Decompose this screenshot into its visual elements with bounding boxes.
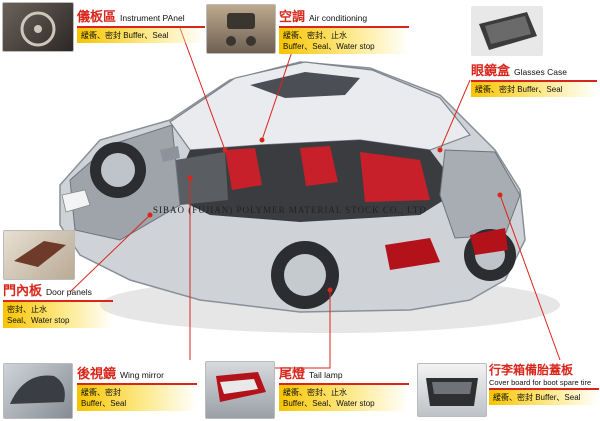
door-panels-zh: 門內板 bbox=[3, 284, 43, 299]
car-headlight bbox=[61, 189, 91, 213]
tail-lamp-desc-2: Buffer、Seal、Water stop bbox=[283, 399, 375, 408]
leader-tail-lamp bbox=[275, 290, 331, 369]
wing-mirror-en: Wing mirror bbox=[120, 370, 164, 380]
air-conditioning-desc-2: Buffer、Seal、Water stop bbox=[283, 42, 375, 51]
wing-mirror-photo bbox=[3, 363, 73, 419]
front-rim-right bbox=[284, 254, 326, 296]
door-panels-en: Door panels bbox=[46, 287, 92, 297]
instrument-panel-zh: 儀板區 bbox=[77, 10, 117, 25]
boot-cover-label: 行李箱備胎蓋板 Cover board for boot spare tire … bbox=[489, 363, 599, 405]
instrument-panel-desc: 緩衝、密封 Buffer、Seal bbox=[81, 31, 169, 40]
car-wing-mirror bbox=[160, 146, 180, 162]
air-conditioning-desc-1: 緩衝、密封、止水 bbox=[283, 31, 347, 40]
boot-cover-en: Cover board for boot spare tire bbox=[489, 378, 592, 387]
rear-seat bbox=[360, 152, 430, 202]
leader-door-panels bbox=[69, 214, 151, 293]
leader-dots bbox=[147, 137, 503, 293]
front-rim-left bbox=[101, 153, 135, 187]
car-tail-lamp bbox=[385, 238, 440, 270]
air-conditioning-photo bbox=[206, 4, 276, 54]
wing-mirror-zh: 後視鏡 bbox=[77, 367, 117, 382]
tail-lamp-en: Tail lamp bbox=[309, 370, 343, 380]
dashboard bbox=[175, 152, 228, 205]
boot-cover-photo bbox=[417, 363, 487, 417]
car-tail-lamp-2 bbox=[470, 228, 508, 255]
door-panels-photo bbox=[3, 230, 75, 280]
glasses-case-en: Glasses Case bbox=[514, 67, 567, 77]
instrument-panel-photo bbox=[2, 2, 74, 52]
air-conditioning-en: Air conditioning bbox=[309, 13, 368, 23]
tail-lamp-zh: 尾燈 bbox=[279, 367, 306, 382]
front-seat-right bbox=[300, 146, 338, 186]
leader-instrument-panel bbox=[179, 27, 226, 151]
door-panels-desc-1: 密封、止水 bbox=[7, 305, 47, 314]
boot-cover-zh: 行李箱備胎蓋板 bbox=[489, 363, 574, 377]
tail-lamp-desc-1: 緩衝、密封、止水 bbox=[283, 388, 347, 397]
tail-lamp-photo bbox=[205, 361, 275, 419]
leader-glasses-case bbox=[439, 79, 471, 151]
front-seat-left bbox=[225, 148, 262, 190]
glasses-case-desc: 緩衝、密封 Buffer、Seal bbox=[475, 85, 563, 94]
glasses-case-zh: 眼鏡盒 bbox=[471, 64, 511, 79]
wing-mirror-desc-2: Buffer、Seal bbox=[81, 399, 127, 408]
glasses-case-photo bbox=[471, 6, 543, 56]
boot-cover-desc: 緩衝、密封 Buffer、Seal bbox=[493, 393, 581, 402]
instrument-panel-en: Instrument PAnel bbox=[120, 13, 185, 23]
leader-boot-cover bbox=[499, 194, 561, 361]
trunk bbox=[439, 149, 521, 239]
sunroof bbox=[250, 72, 360, 98]
door-panels-desc-2: Seal、Water stop bbox=[7, 316, 70, 325]
company-watermark: SIBAO (FUJIAN) POLYMER MATERIAL STOCK CO… bbox=[153, 205, 427, 215]
air-conditioning-zh: 空調 bbox=[279, 10, 306, 25]
wing-mirror-desc-1: 緩衝、密封 bbox=[81, 388, 121, 397]
